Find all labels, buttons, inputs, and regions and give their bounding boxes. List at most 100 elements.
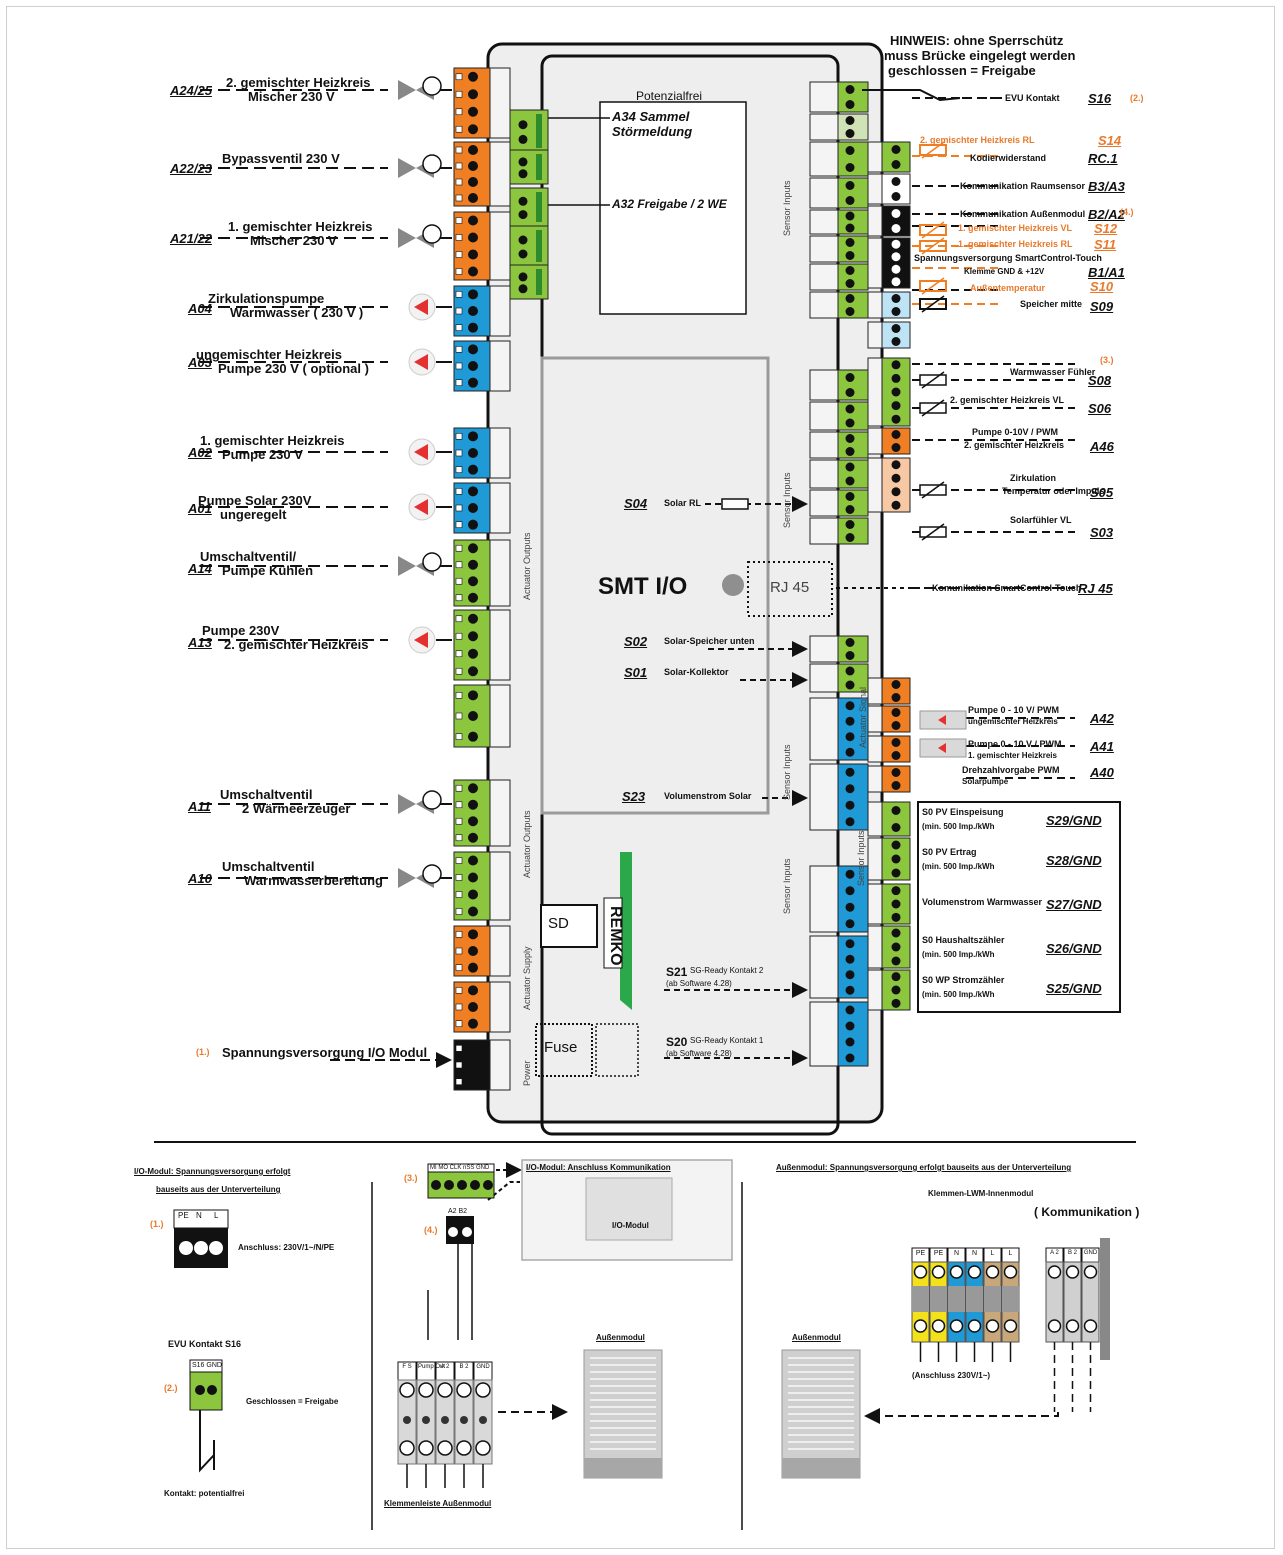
output-label-2: 2. gemischter Heizkreis bbox=[224, 637, 369, 652]
terminal-screw bbox=[845, 1021, 855, 1031]
terminal-screw bbox=[845, 223, 855, 233]
output-label-1: Umschaltventil bbox=[222, 859, 315, 874]
sensor-resistor-icon bbox=[919, 240, 947, 252]
output-label-2: Pumpe 230 V bbox=[222, 447, 303, 462]
terminal-screw bbox=[462, 1227, 472, 1237]
terminal-label-strip bbox=[867, 205, 883, 237]
signal-ref: A40 bbox=[1090, 765, 1114, 780]
terminal-label-strip bbox=[809, 763, 839, 831]
terminal-screw bbox=[468, 249, 478, 260]
terminal-screw bbox=[891, 373, 901, 383]
motor-icon bbox=[422, 552, 442, 572]
right-label: Spannungsversorgung SmartControl-Touch bbox=[914, 253, 1102, 263]
terminal-screw bbox=[891, 928, 901, 938]
output-ref: A21/22 bbox=[170, 231, 212, 246]
klemme-screw bbox=[949, 1319, 964, 1333]
right-ref: B3/A3 bbox=[1088, 179, 1125, 194]
terminal-label-strip bbox=[867, 291, 883, 319]
signal-label-2: 1. gemischter Heizkreis bbox=[968, 751, 1057, 760]
output-label-2: 2 Wärmeerzeuger bbox=[242, 801, 351, 816]
terminal-screw bbox=[845, 146, 855, 155]
klemme-dot bbox=[422, 1416, 430, 1424]
lwm-mid bbox=[912, 1286, 929, 1312]
terminal-label-strip bbox=[867, 801, 883, 837]
s0-label: S0 PV Ertrag bbox=[922, 847, 977, 857]
klemme-text: A 2 bbox=[440, 1364, 450, 1370]
right-label: Speicher mitte bbox=[1020, 299, 1083, 309]
output-label-2: Mischer 230 V bbox=[250, 233, 337, 248]
klemme-screw bbox=[931, 1265, 946, 1279]
terminal-screw bbox=[845, 886, 855, 896]
terminal-label-strip bbox=[809, 291, 839, 319]
terminal-screw bbox=[891, 460, 901, 470]
terminal-screw bbox=[845, 196, 855, 205]
output-ref: A04 bbox=[188, 301, 212, 316]
terminal-slot bbox=[455, 1020, 463, 1027]
s04-ref: S04 bbox=[624, 496, 648, 511]
s0-label-2: (min. 500 Imp./kWh bbox=[922, 822, 995, 831]
s0-ref: S29/GND bbox=[1046, 813, 1102, 828]
klemme-dot bbox=[441, 1416, 449, 1424]
terminal-label-strip bbox=[489, 609, 511, 681]
sensor-resistor-slash bbox=[921, 141, 945, 159]
right-ref: S03 bbox=[1090, 525, 1114, 540]
inner-grey-frame bbox=[540, 356, 770, 815]
terminal-screw bbox=[468, 631, 478, 642]
terminal-screw bbox=[891, 252, 901, 262]
terminal-slot bbox=[455, 857, 463, 864]
klemme-dot bbox=[460, 1416, 468, 1424]
terminal-block-right bbox=[837, 141, 869, 177]
relay-terminal bbox=[509, 149, 549, 185]
terminal-screw bbox=[845, 784, 855, 794]
terminal-screw bbox=[468, 289, 478, 300]
terminal-screw bbox=[845, 211, 855, 221]
terminal-screw bbox=[845, 716, 855, 726]
terminal-slot bbox=[455, 817, 463, 825]
terminal-label-strip bbox=[489, 427, 511, 479]
terminal-screw bbox=[431, 1180, 441, 1190]
terminal-screw bbox=[845, 970, 855, 980]
terminal-screw bbox=[891, 324, 901, 333]
terminal-label-strip bbox=[489, 779, 511, 847]
output-ref: A10 bbox=[188, 871, 212, 886]
klemme-screw bbox=[437, 1382, 453, 1398]
right-label: Warmwasser Fühler bbox=[1010, 367, 1096, 377]
terminal-screw bbox=[518, 157, 528, 167]
terminal-screw bbox=[845, 238, 855, 247]
terminal-screw bbox=[518, 210, 528, 220]
terminal-label-strip bbox=[809, 489, 839, 517]
terminal-label-strip bbox=[489, 1039, 511, 1091]
output-ref: A03 bbox=[188, 355, 212, 370]
lwm-text: PE bbox=[915, 1250, 926, 1257]
left-title-2: bauseits aus der Unterverteilung bbox=[156, 1185, 281, 1194]
sensor-resistor-slash bbox=[921, 481, 945, 499]
lwm-mid bbox=[984, 1286, 1001, 1312]
right-title: Außenmodul: Spannungsversorgung erfolgt … bbox=[776, 1163, 1072, 1172]
terminal-label-strip bbox=[489, 851, 511, 921]
terminal-screw bbox=[891, 473, 901, 483]
terminal-screw bbox=[209, 1241, 223, 1255]
output-ref: A14 bbox=[188, 561, 212, 576]
terminal-label-strip bbox=[489, 925, 511, 977]
terminal-screw bbox=[468, 266, 478, 277]
terminal-label-strip bbox=[809, 697, 839, 761]
terminal-screw bbox=[891, 840, 901, 850]
terminal-label-strip bbox=[809, 141, 839, 177]
s21-ref: S21 bbox=[666, 965, 688, 979]
klemme-screw bbox=[456, 1382, 472, 1398]
terminal-screw bbox=[891, 854, 901, 864]
s02-label: Solar-Speicher unten bbox=[664, 636, 755, 646]
terminal-label-strip bbox=[867, 677, 883, 705]
module-title: SMT I/O bbox=[598, 573, 688, 600]
terminal-label-strip bbox=[867, 705, 883, 733]
klemme-screw bbox=[1003, 1319, 1018, 1333]
terminal-screw bbox=[845, 817, 855, 827]
klemme-screw bbox=[437, 1440, 453, 1456]
terminal-screw bbox=[891, 487, 901, 497]
terminal-screw bbox=[468, 592, 478, 603]
terminal-label-strip bbox=[867, 141, 883, 173]
terminal-label-strip bbox=[489, 539, 511, 607]
relay-indicator bbox=[536, 230, 542, 262]
pump-arrow-icon bbox=[938, 743, 946, 753]
